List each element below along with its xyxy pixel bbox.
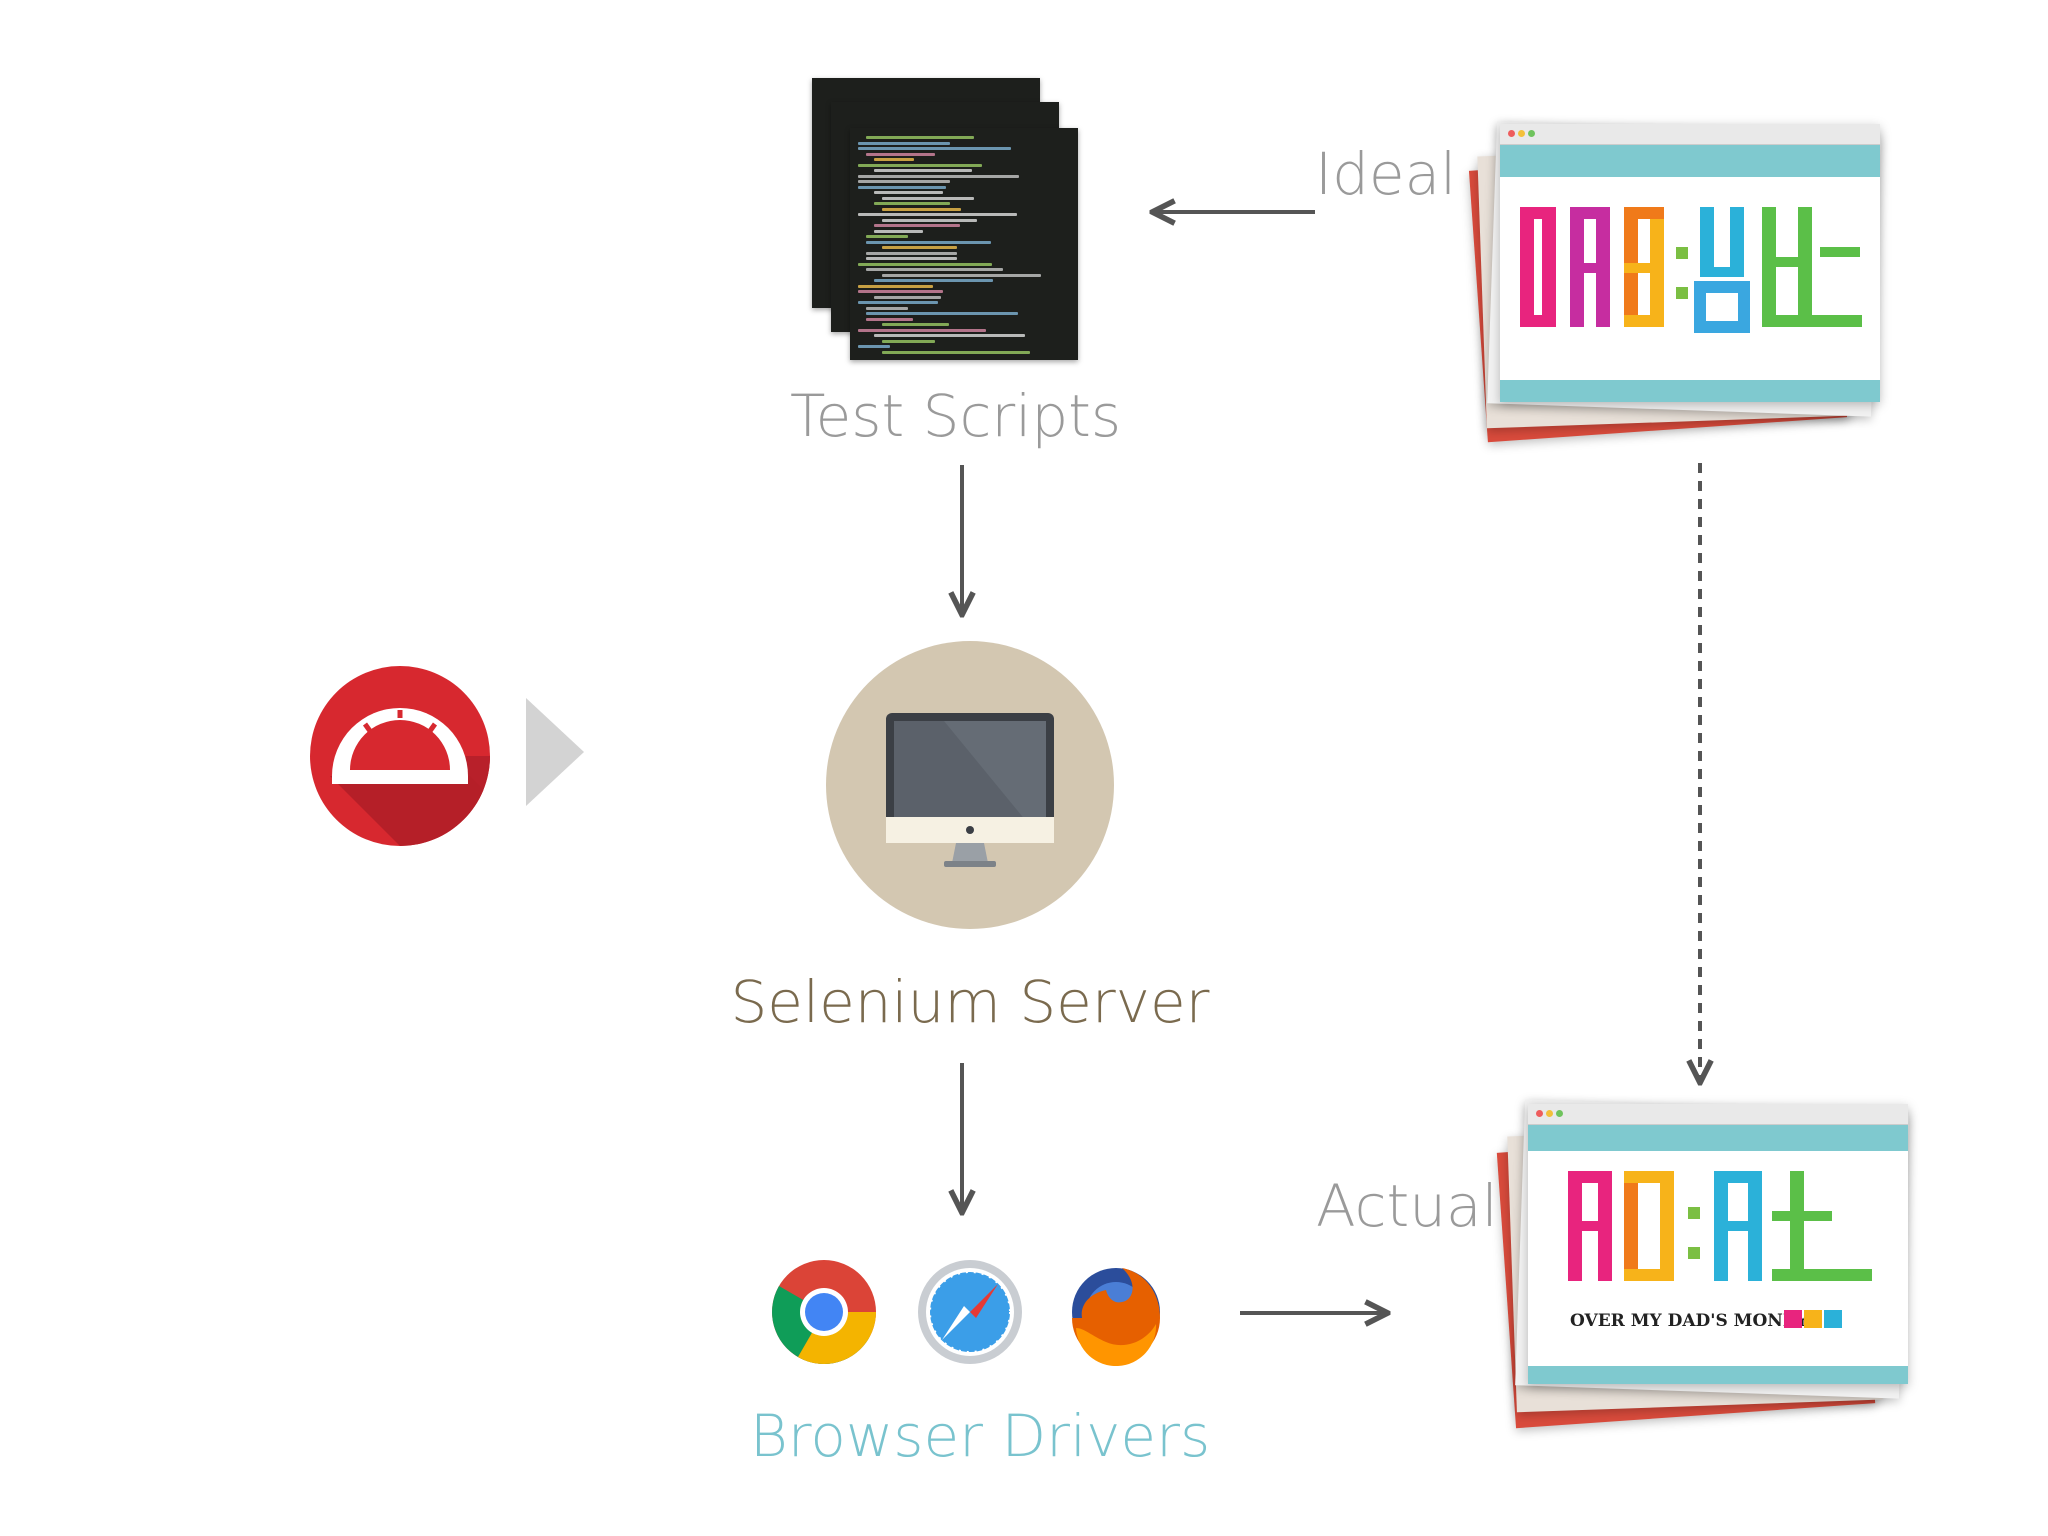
- code-line: [866, 152, 935, 156]
- code-line: [858, 328, 986, 332]
- code-line: [858, 290, 943, 293]
- code-line: [858, 345, 890, 348]
- code-line: [874, 334, 1025, 337]
- code-line: [858, 213, 1017, 216]
- code-line: [866, 240, 991, 244]
- code-line: [866, 257, 957, 260]
- code-line: [874, 158, 914, 161]
- browser-drivers-icons: [770, 1258, 1170, 1366]
- code-line: [882, 273, 1041, 277]
- safari-icon: [918, 1260, 1022, 1364]
- code-line: [866, 235, 908, 238]
- code-line: [866, 136, 974, 139]
- code-line: [866, 312, 1018, 315]
- code-line: [882, 196, 974, 200]
- code-line: [858, 174, 1019, 178]
- test-scripts-stack: [812, 78, 1092, 360]
- actual-tagline: OVER MY DAD'S MONEY: [1570, 1311, 1808, 1331]
- desktop-monitor-icon: [826, 641, 1114, 929]
- code-line: [866, 317, 913, 321]
- code-line: [866, 251, 957, 255]
- play-triangle-icon: [526, 698, 584, 806]
- code-line: [874, 279, 993, 282]
- code-line: [874, 202, 950, 205]
- code-line: [874, 191, 943, 194]
- actual-page-window: OVER MY DAD'S MONEY: [1528, 1104, 1908, 1384]
- browser-drivers-label: Browser Drivers: [749, 1402, 1211, 1470]
- code-line: [858, 284, 933, 288]
- actual-hero-glyphs: [1568, 1171, 1872, 1281]
- code-line: [858, 163, 982, 167]
- code-line: [882, 246, 957, 249]
- firefox-icon: [1072, 1268, 1160, 1366]
- code-line: [858, 185, 946, 189]
- code-line: [882, 207, 961, 211]
- code-card-front: [850, 128, 1078, 360]
- code-line: [882, 350, 1030, 354]
- code-line: [882, 323, 949, 326]
- code-line: [874, 169, 972, 172]
- code-line: [858, 147, 1011, 150]
- chrome-icon: [772, 1260, 876, 1364]
- ideal-page-window: [1500, 124, 1880, 402]
- code-line: [858, 180, 950, 183]
- code-line: [882, 218, 977, 222]
- ideal-label: Ideal: [1315, 140, 1457, 208]
- code-line: [858, 141, 950, 145]
- code-line: [882, 339, 935, 343]
- code-line: [874, 224, 960, 227]
- code-line: [866, 306, 908, 310]
- selenium-server-label: Selenium Server: [730, 968, 1210, 1036]
- actual-label: Actual: [1316, 1172, 1498, 1240]
- code-line: [874, 229, 923, 233]
- actual-screenshot-stack: OVER MY DAD'S MONEY: [1496, 1099, 1918, 1429]
- code-line: [866, 268, 1003, 271]
- code-line: [874, 295, 941, 299]
- ideal-screenshot-stack: [1468, 120, 1890, 443]
- ideal-hero-glyphs: [1520, 207, 1862, 333]
- selenium-server-node: [826, 641, 1114, 929]
- test-scripts-label: Test Scripts: [790, 382, 1122, 450]
- code-line: [858, 262, 992, 266]
- protractor-icon: [310, 666, 490, 846]
- code-line: [858, 301, 938, 304]
- protractor-logo: [310, 666, 490, 846]
